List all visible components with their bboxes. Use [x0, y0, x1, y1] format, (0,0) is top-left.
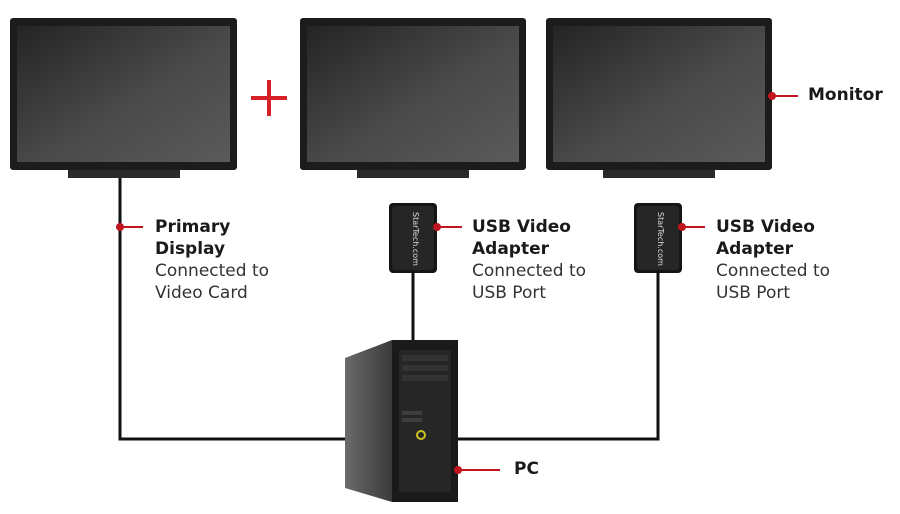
usb2-desc-line1: Connected to — [716, 261, 831, 281]
primary-cable — [118, 176, 348, 441]
usb2-title-line1: USB Video — [716, 217, 815, 237]
primary-desc-line2: Video Card — [155, 283, 248, 303]
usb-adapter-1: StarTech.com — [389, 203, 437, 273]
usb1-desc-line2: USB Port — [472, 283, 547, 303]
callout-dot-pc — [454, 466, 462, 474]
power-button-icon — [416, 430, 426, 440]
cables — [118, 176, 660, 441]
adapter-brand-2: StarTech.com — [656, 212, 665, 266]
usb-adapter-2: StarTech.com — [634, 203, 682, 273]
usb2-desc-line2: USB Port — [716, 283, 791, 303]
usb1-title-line1: USB Video — [472, 217, 571, 237]
callout-dot-monitor — [768, 92, 776, 100]
usb1-title-line2: Adapter — [472, 239, 550, 259]
label-primary-display: Primary Display Connected to Video Card — [155, 216, 269, 304]
label-usb-adapter-2: USB Video Adapter Connected to USB Port — [716, 216, 830, 304]
callout-dot-usb1 — [433, 223, 441, 231]
label-usb-adapter-1: USB Video Adapter Connected to USB Port — [472, 216, 586, 304]
primary-desc-line1: Connected to — [155, 261, 270, 281]
usb1-desc-line1: Connected to — [472, 261, 587, 281]
pc-tower — [345, 340, 458, 502]
label-monitor: Monitor — [808, 85, 883, 105]
plus-icon — [251, 80, 287, 116]
adapter-brand-1: StarTech.com — [411, 212, 420, 266]
callouts — [116, 92, 798, 474]
primary-title-line1: Primary — [155, 217, 231, 237]
label-pc: PC — [514, 459, 539, 479]
monitor-primary — [10, 18, 237, 178]
usb2-title-line2: Adapter — [716, 239, 794, 259]
callout-dot-primary — [116, 223, 124, 231]
callout-dot-usb2 — [678, 223, 686, 231]
monitor-second — [300, 18, 526, 178]
usb2-cable — [458, 272, 660, 441]
monitor-third — [546, 18, 772, 178]
primary-title-line2: Display — [155, 239, 226, 259]
